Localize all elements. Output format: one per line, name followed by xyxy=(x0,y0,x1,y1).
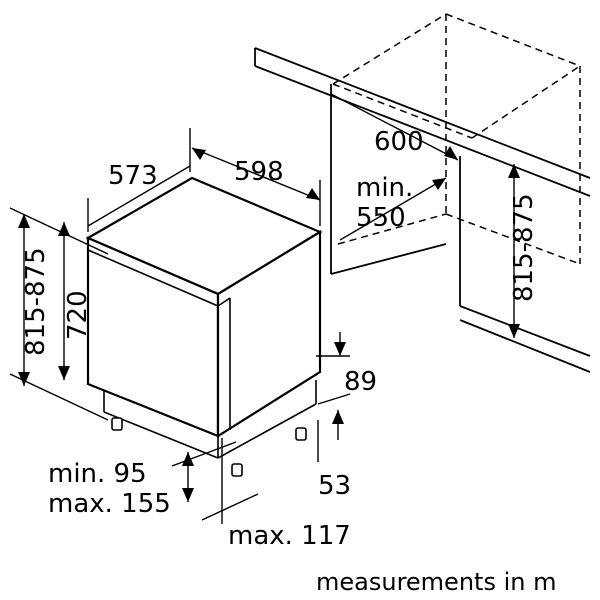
niche-cabinet-outline xyxy=(332,13,581,265)
max-setback-label: max. 117 xyxy=(228,521,351,551)
dimension-lines xyxy=(9,93,515,524)
plinth-depth-label: 53 xyxy=(318,471,351,501)
foot-adjust-max-label: max. 155 xyxy=(48,489,171,519)
worktop xyxy=(254,47,591,197)
plinth-height-label: 89 xyxy=(344,367,377,397)
dishwasher-feet xyxy=(111,417,307,477)
niche-min-depth-label-line1: min. xyxy=(356,173,413,203)
dimension-arrowheads xyxy=(18,146,520,502)
depth-label: 573 xyxy=(108,161,158,191)
niche-width-label: 600 xyxy=(374,127,424,157)
niche-height-range-label: 815-875 xyxy=(509,193,539,302)
control-panel-strip xyxy=(87,249,231,430)
right-side-wall xyxy=(459,156,591,373)
left-side-wall xyxy=(330,84,447,275)
niche-min-depth-label-line2: 550 xyxy=(356,203,406,233)
measurement-unit-note: measurements in m xyxy=(316,568,556,596)
width-label: 598 xyxy=(234,157,284,187)
height-range-label: 815-875 xyxy=(21,247,51,356)
dishwasher-body xyxy=(85,176,323,438)
plinth xyxy=(103,380,317,459)
body-height-label: 720 xyxy=(63,290,93,340)
foot-adjust-min-label: min. 95 xyxy=(48,459,147,489)
